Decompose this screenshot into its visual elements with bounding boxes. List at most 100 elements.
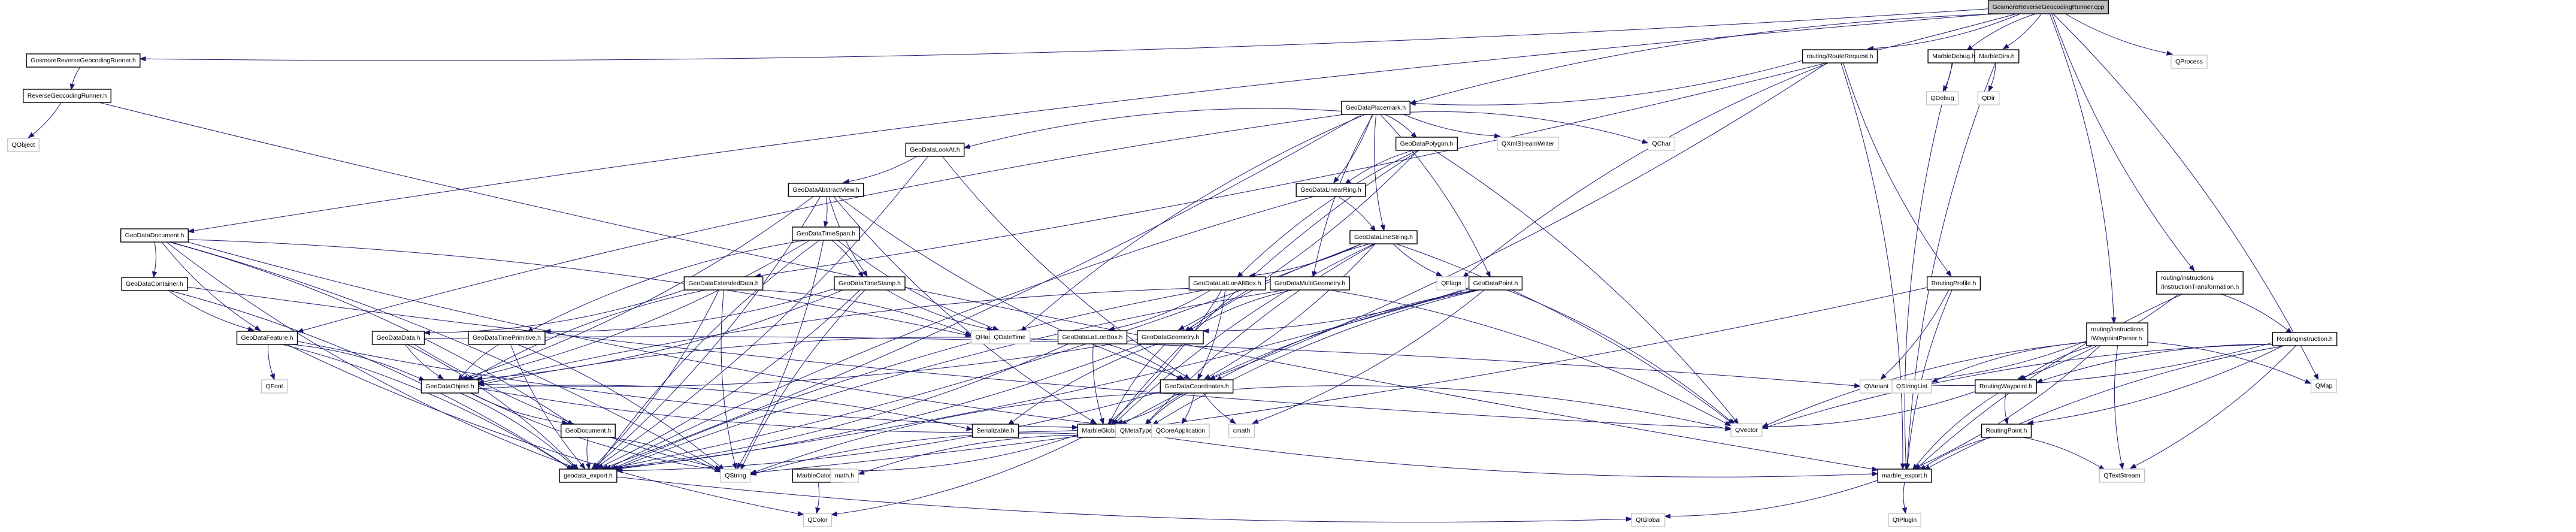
- node-label: QProcess: [2175, 58, 2203, 65]
- edge-rgr-h-to-marbleexport: [99, 102, 1879, 471]
- node-waypointparser[interactable]: routing/instructions/WaypointParser.h: [2086, 322, 2148, 346]
- edge-line: [849, 156, 918, 182]
- edge-line: [187, 241, 1111, 426]
- node-box: [834, 276, 906, 291]
- edge-line: [1203, 392, 1231, 421]
- arrowhead-icon: [476, 376, 483, 382]
- edge-line: [1843, 62, 1948, 273]
- node-feature[interactable]: GeoDataFeature.h: [236, 331, 298, 345]
- edge-line: [617, 289, 1285, 468]
- node-coordinates[interactable]: GeoDataCoordinates.h: [1160, 379, 1234, 394]
- node-label: GeoDataGeometry.h: [1142, 334, 1199, 341]
- arrowhead-icon: [1664, 513, 1671, 519]
- edge-line: [1904, 62, 1954, 464]
- node-routereq[interactable]: routing/RouteRequest.h: [1802, 49, 1878, 64]
- edge-marbleglobal-to-qcolor: [830, 437, 1083, 517]
- node-timestamp[interactable]: GeoDataTimeStamp.h: [834, 276, 906, 291]
- node-extendeddata[interactable]: GeoDataExtendedData.h: [683, 276, 764, 291]
- edge-line: [1337, 196, 1373, 228]
- edge-coordinates-to-qcoreapp: [1181, 392, 1195, 425]
- node-placemark[interactable]: GeoDataPlacemark.h: [1341, 101, 1410, 115]
- node-polygon[interactable]: GeoDataPolygon.h: [1395, 137, 1458, 151]
- node-latlonbox[interactable]: GeoDataLatLonBox.h: [1057, 330, 1128, 344]
- node-abstractview[interactable]: GeoDataAbstractView.h: [788, 183, 864, 197]
- arrowhead-icon: [1409, 101, 1416, 106]
- node-marbledebug[interactable]: MarbleDebug.h: [1927, 49, 1980, 64]
- node-marbleexport[interactable]: marble_export.h: [1877, 468, 1932, 483]
- node-qmetatype: QMetaType: [1115, 424, 1157, 438]
- node-routingpoint[interactable]: RoutingPoint.h: [1981, 424, 2032, 438]
- node-qvector: QVector: [1730, 423, 1763, 437]
- edge-line: [755, 433, 1078, 474]
- edge-linestring-to-qvector: [1396, 243, 1735, 425]
- node-root[interactable]: GosmoreReverseGeocodingRunner.cpp: [1987, 0, 2109, 14]
- node-box: [559, 468, 617, 483]
- edge-timeprimitive-to-geodataexport: [510, 344, 586, 470]
- edge-line: [187, 286, 1726, 429]
- edge-polygon-to-latlonaltbox: [1236, 150, 1418, 279]
- edge-abstractview-to-marbleglobal: [833, 196, 1097, 424]
- arrowhead-icon: [1641, 138, 1649, 144]
- edge-line: [2065, 13, 2168, 54]
- arrowhead-icon: [437, 374, 444, 380]
- edge-marbledebug-to-qdebug: [1942, 62, 1953, 92]
- node-label: cmath: [1233, 427, 1251, 434]
- edge-line: [1125, 289, 1478, 423]
- arrowhead-icon: [616, 468, 623, 473]
- node-linestring[interactable]: GeoDataLineString.h: [1349, 230, 1418, 244]
- edge-line: [1329, 289, 1726, 424]
- edge-line: [1415, 60, 1803, 105]
- node-container[interactable]: GeoDataContainer.h: [121, 277, 188, 291]
- edge-point-to-geodataexport: [616, 288, 1469, 471]
- edge-coordinates-to-qvector: [1233, 385, 1732, 431]
- edge-line: [188, 239, 966, 335]
- arrowhead-icon: [2003, 418, 2009, 425]
- node-rgr-h[interactable]: ReverseGeocodingRunner.h: [23, 89, 111, 103]
- edge-placemark-to-point: [1380, 114, 1491, 278]
- edge-line: [617, 343, 1069, 468]
- node-qobject: QObject: [7, 138, 40, 152]
- node-point[interactable]: GeoDataPoint.h: [1468, 276, 1523, 291]
- node-geometry[interactable]: GeoDataGeometry.h: [1137, 330, 1204, 344]
- edge-routingwaypoint-to-routingpoint: [2003, 392, 2009, 425]
- node-multigeometry[interactable]: GeoDataMultiGeometry.h: [1270, 276, 1350, 291]
- node-instrtransform[interactable]: routing/instructions/InstructionTransfor…: [2156, 271, 2244, 295]
- edge-waypointparser-to-qtextstream: [2114, 345, 2124, 470]
- edge-line: [414, 344, 716, 468]
- edge-timestamp-to-dataobject: [476, 289, 843, 382]
- edge-grgr-h-to-rgr-h: [69, 66, 81, 90]
- node-routingwaypoint[interactable]: RoutingWaypoint.h: [1975, 379, 2037, 394]
- node-linearring[interactable]: GeoDataLinearRing.h: [1295, 183, 1366, 197]
- node-routinginstruction[interactable]: RoutingInstruction.h: [2272, 332, 2338, 346]
- node-dataobject[interactable]: GeoDataObject.h: [420, 379, 479, 394]
- node-document[interactable]: GeoDataDocument.h: [120, 228, 189, 243]
- edge-line: [837, 437, 1083, 515]
- edge-line: [969, 108, 1342, 147]
- edge-line: [1240, 150, 1418, 274]
- arrowhead-icon: [1872, 471, 1879, 477]
- node-grgr-h[interactable]: GosmoreReverseGeocodingRunner.h: [26, 53, 141, 68]
- node-routingprofile[interactable]: RoutingProfile.h: [1926, 276, 1981, 291]
- node-latlonaltbox[interactable]: GeoDataLatLonAltBox.h: [1188, 276, 1266, 291]
- node-label: MarbleGlobal.h: [1082, 427, 1124, 434]
- node-timespan[interactable]: GeoDataTimeSpan.h: [792, 226, 860, 241]
- node-box: [236, 331, 298, 345]
- node-geodocument[interactable]: GeoDocument.h: [561, 424, 616, 438]
- node-marbledirs[interactable]: MarbleDirs.h: [1974, 49, 2020, 64]
- node-geodataexport[interactable]: geodata_export.h: [559, 468, 617, 483]
- node-box: [1295, 183, 1366, 197]
- node-datadata[interactable]: GeoDataData.h: [371, 331, 425, 345]
- node-timeprimitive[interactable]: GeoDataTimePrimitive.h: [468, 331, 546, 345]
- edge-line: [2053, 13, 2317, 375]
- edge-routinginstruction-to-qtextstream: [2129, 345, 2296, 469]
- node-lookat[interactable]: GeoDataLookAt.h: [905, 143, 965, 157]
- edge-line: [1106, 343, 1178, 378]
- node-label: QXmlStreamWriter: [1502, 140, 1554, 147]
- edge-line: [2004, 392, 2007, 419]
- arrowhead-icon: [1202, 328, 1209, 334]
- edge-line: [1012, 343, 1158, 422]
- node-serializable[interactable]: Serializable.h: [971, 424, 1019, 438]
- node-box: [830, 468, 859, 483]
- arrowhead-icon: [815, 507, 821, 515]
- node-label: GeoDataLineString.h: [1354, 234, 1413, 241]
